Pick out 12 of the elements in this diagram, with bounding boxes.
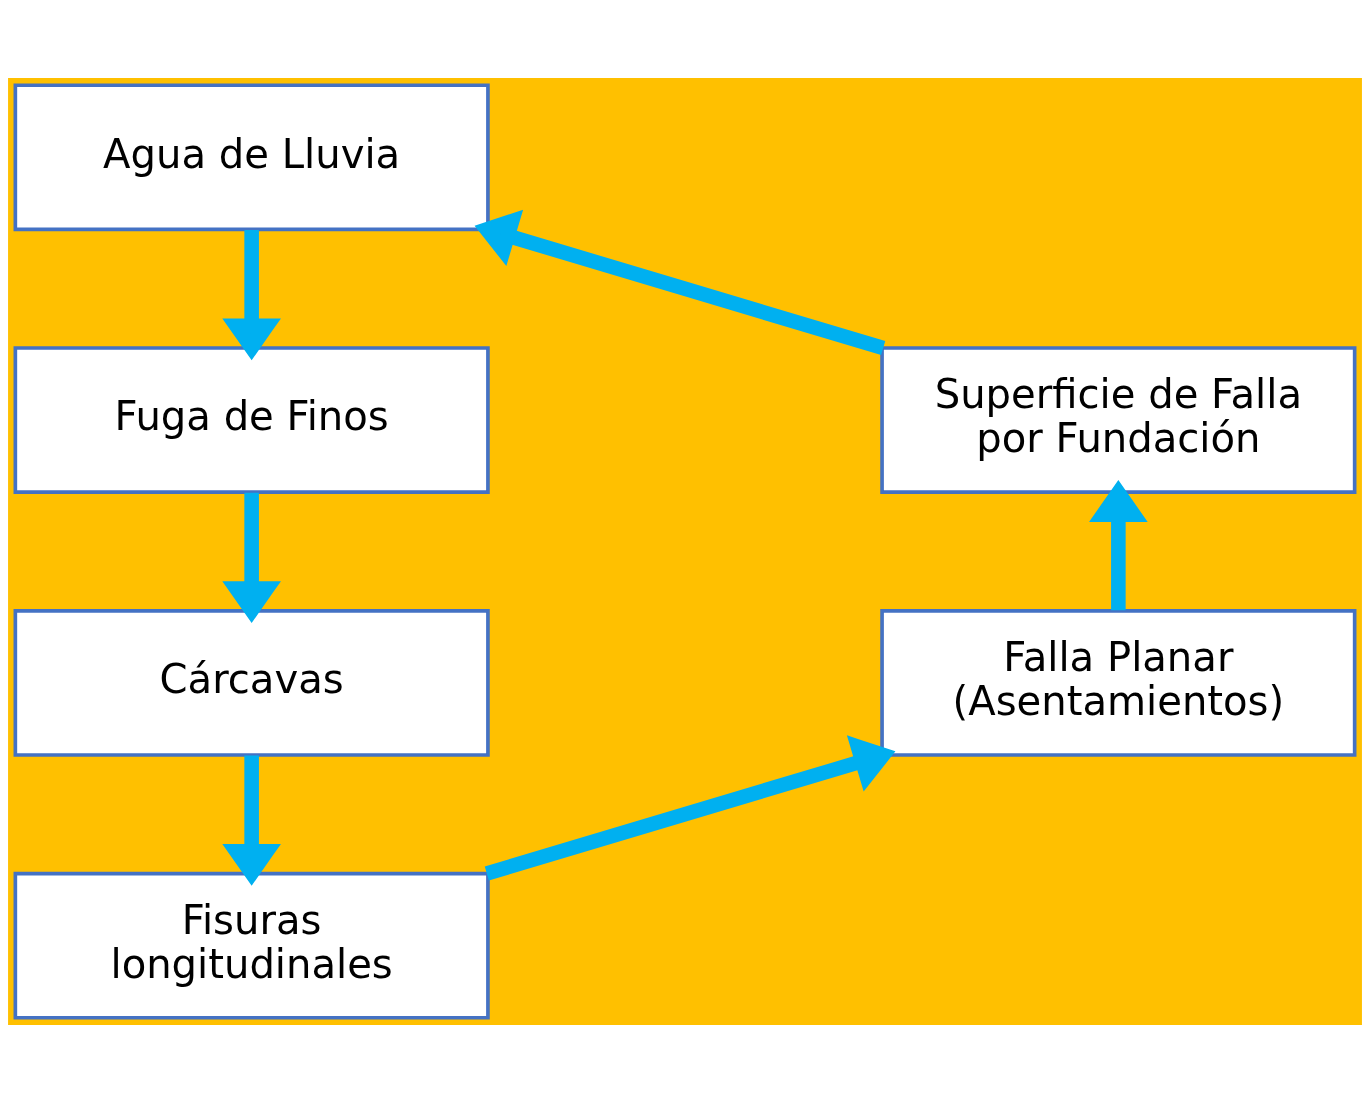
- node-box: Superficie de Falla por Fundación: [880, 346, 1357, 495]
- arrow: [222, 492, 281, 624]
- node-box: Agua de Lluvia: [13, 83, 490, 232]
- arrow: [1089, 480, 1148, 611]
- arrow: [222, 755, 281, 886]
- node-box: Fisuras longitudinales: [13, 871, 490, 1020]
- node-box: Falla Planar (Asentamientos): [880, 608, 1357, 757]
- node-box: Cárcavas: [13, 608, 490, 757]
- arrow: [474, 209, 886, 355]
- arrow: [222, 230, 281, 361]
- node-box: Fuga de Finos: [13, 346, 490, 495]
- arrow: [484, 735, 896, 881]
